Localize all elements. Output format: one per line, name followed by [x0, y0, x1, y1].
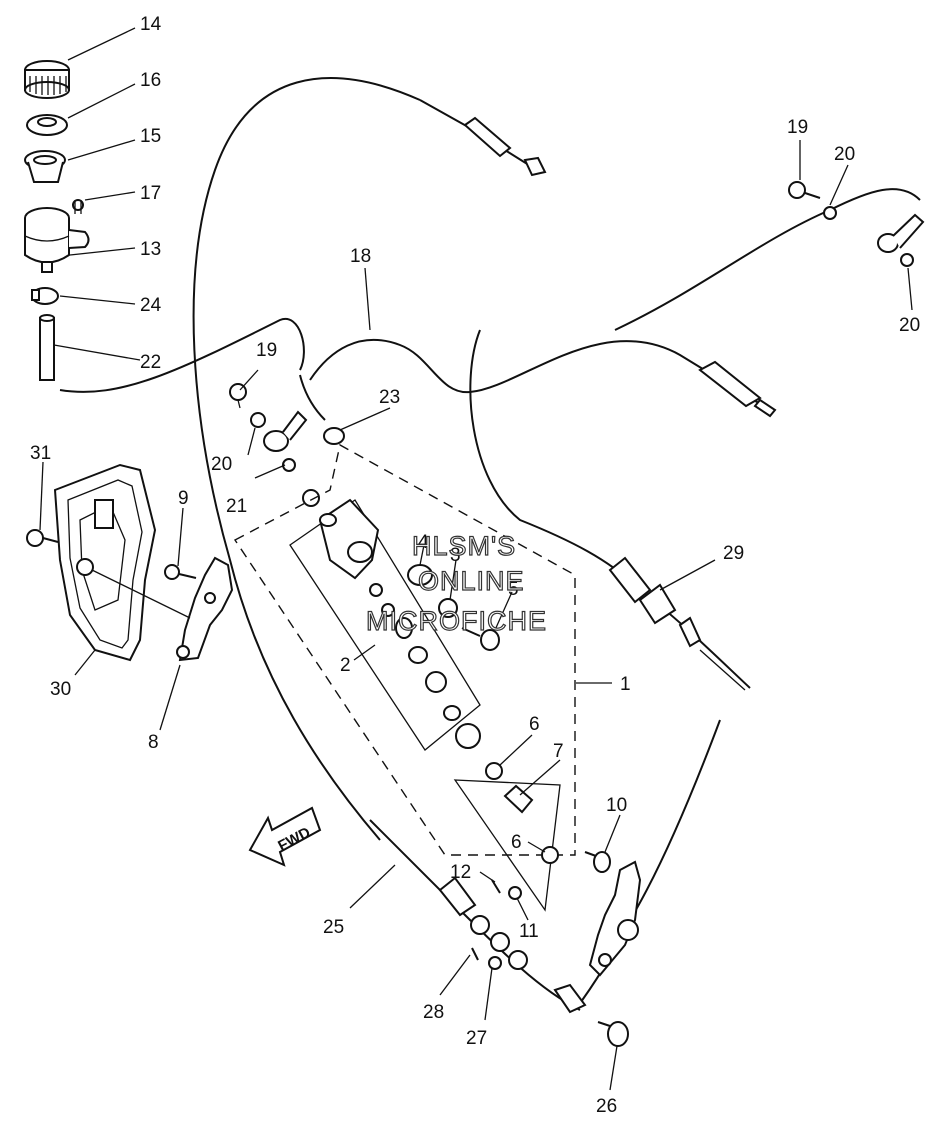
washer-27	[488, 956, 502, 970]
callout-20-right-top: 20	[834, 144, 855, 165]
callout-19-left: 19	[256, 340, 277, 361]
heel-guard-plate	[26, 463, 157, 662]
reservoir-screw	[72, 199, 84, 214]
callout-14: 14	[140, 14, 162, 35]
clevis-pin-10	[584, 851, 611, 873]
callout-12: 12	[450, 862, 471, 883]
hose-18-fittings	[698, 360, 777, 418]
callout-7: 7	[553, 741, 564, 762]
hose-18-tube	[299, 374, 326, 421]
callout-3: 3	[450, 545, 461, 566]
master-cylinder-bracket	[91, 556, 234, 662]
reservoir-tank	[24, 207, 90, 273]
callout-8: 8	[148, 732, 159, 753]
callout-11: 11	[519, 921, 539, 942]
callout-6-lower: 6	[511, 832, 522, 853]
pushrod-bolt	[461, 627, 500, 651]
fwd-arrow: FWD	[248, 806, 322, 867]
union-bolt-19-right	[788, 181, 821, 199]
callout-20-left: 20	[211, 454, 232, 475]
callout-16: 16	[140, 70, 161, 91]
callout-15: 15	[140, 126, 161, 147]
hose-25-fittings	[438, 876, 629, 1047]
callout-27: 27	[466, 1028, 487, 1049]
hose-fitting	[263, 410, 308, 452]
callout-21: 21	[226, 496, 247, 517]
hose-right-top	[614, 188, 921, 331]
callout-22: 22	[140, 352, 161, 373]
watermark-line3: MICROFICHE	[366, 606, 547, 636]
brake-pedal-arm	[588, 860, 642, 977]
leader-lines	[39, 27, 913, 1091]
callout-28: 28	[423, 1002, 444, 1023]
callout-9: 9	[178, 488, 189, 509]
callout-5: 5	[508, 579, 519, 600]
washer-20-right-b	[900, 253, 914, 267]
watermark: HLSM'S ONLINE MICROFICHE	[365, 530, 547, 636]
callout-25: 25	[323, 917, 344, 938]
callout-17: 17	[140, 183, 161, 204]
callout-26: 26	[596, 1096, 617, 1117]
callout-31: 31	[30, 443, 51, 464]
callout-labels: 14 16 15 17 13 24 22 19 20 20 18 19 23 2…	[30, 14, 920, 1117]
callout-4: 4	[418, 532, 429, 553]
union-bolt-19	[229, 383, 247, 409]
hose-29-fittings	[608, 556, 746, 691]
master-cylinder-body	[318, 498, 380, 580]
callout-29: 29	[723, 543, 744, 564]
plate-bolt	[26, 529, 59, 547]
hose-clamp	[31, 287, 59, 305]
assembly-1-outline	[233, 443, 576, 856]
diaphragm	[24, 150, 66, 183]
seal	[302, 489, 320, 507]
callout-19-right: 19	[787, 117, 808, 138]
upper-left-hose	[192, 77, 421, 841]
watermark-line1: HLSM'S	[412, 531, 516, 561]
clevis-7	[503, 784, 534, 814]
banjo-fitting	[877, 213, 925, 253]
right-union	[788, 181, 925, 267]
clamp-23	[323, 427, 345, 445]
cotter-pin-28	[471, 947, 479, 961]
hose-18	[309, 339, 771, 411]
washer-20-right-a	[823, 206, 837, 220]
callout-30: 30	[50, 679, 71, 700]
reservoir-assembly	[24, 60, 90, 381]
upper-hose-fitting	[463, 116, 547, 177]
copper-washer-20	[250, 412, 266, 428]
callout-20-right-bottom: 20	[899, 315, 920, 336]
callout-10: 10	[606, 795, 627, 816]
callout-23: 23	[379, 387, 400, 408]
nut-6b	[541, 846, 559, 864]
clip-21	[282, 458, 296, 472]
hose-22-loop	[59, 317, 305, 393]
reservoir-hose	[39, 314, 55, 381]
washer-11	[508, 886, 522, 900]
cotter-pin-12	[491, 879, 501, 894]
nut-6a	[485, 762, 503, 780]
reservoir-cap	[24, 60, 70, 99]
bracket-bolt	[164, 564, 197, 580]
callout-24: 24	[140, 295, 162, 316]
callout-2: 2	[340, 655, 351, 676]
callout-1: 1	[620, 674, 631, 695]
pin-26	[597, 1021, 629, 1047]
diaphragm-plate	[26, 114, 68, 136]
callout-6-upper: 6	[529, 714, 540, 735]
union-fittings	[229, 383, 345, 507]
callout-18: 18	[350, 246, 371, 267]
master-cylinder-assembly	[233, 443, 611, 912]
callout-13: 13	[140, 239, 161, 260]
watermark-line2: ONLINE	[418, 566, 525, 596]
